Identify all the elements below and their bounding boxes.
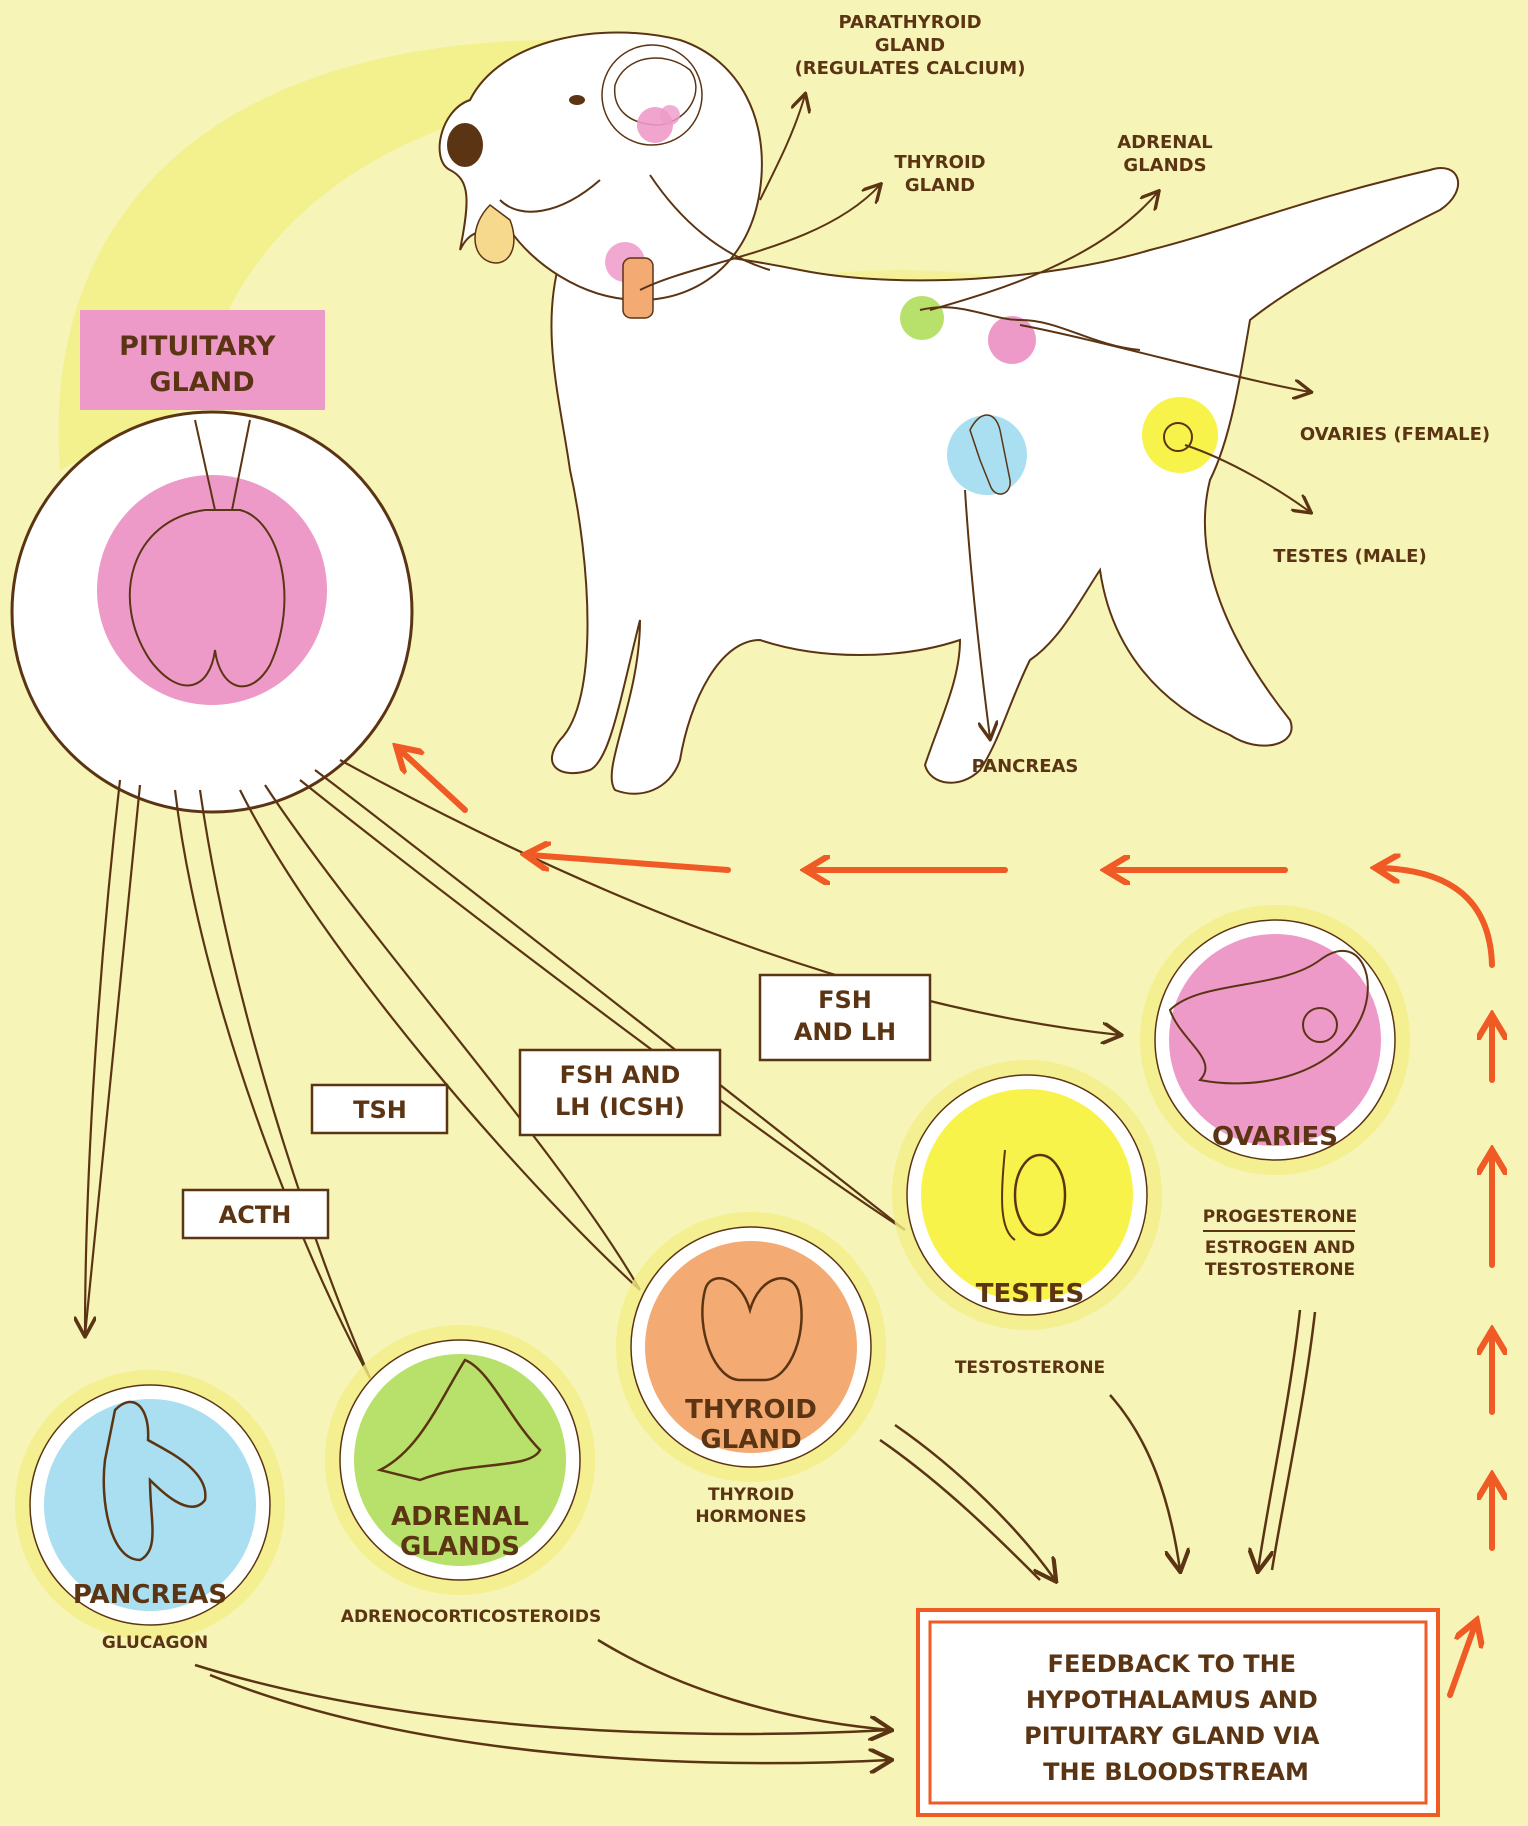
hormone-tsh: TSH [312,1085,447,1133]
feedback-box: FEEDBACK TO THE HYPOTHALAMUS AND PITUITA… [918,1610,1438,1815]
gland-pancreas: PANCREAS GLUCAGON [15,1370,285,1653]
pancreas-name: PANCREAS [73,1580,227,1610]
testes-hormone: TESTOSTERONE [955,1358,1105,1378]
dog-illustration [440,33,1459,794]
label-ovaries: OVARIES (FEMALE) [1300,424,1490,445]
testes-name: TESTES [976,1279,1084,1309]
ovaries-hormone-top: PROGESTERONE [1203,1207,1357,1227]
hormone-acth: ACTH [183,1190,328,1238]
label-testes: TESTES (MALE) [1273,546,1426,567]
svg-text:TSH: TSH [353,1096,407,1124]
label-pancreas: PANCREAS [972,756,1079,777]
svg-text:ACTH: ACTH [219,1201,292,1229]
ovaries-name: OVARIES [1212,1122,1338,1152]
gland-testes: TESTES TESTOSTERONE [892,1060,1162,1378]
pancreas-hormone: GLUCAGON [102,1633,208,1653]
adrenal-hormone: ADRENOCORTICOSTEROIDS [341,1607,601,1627]
